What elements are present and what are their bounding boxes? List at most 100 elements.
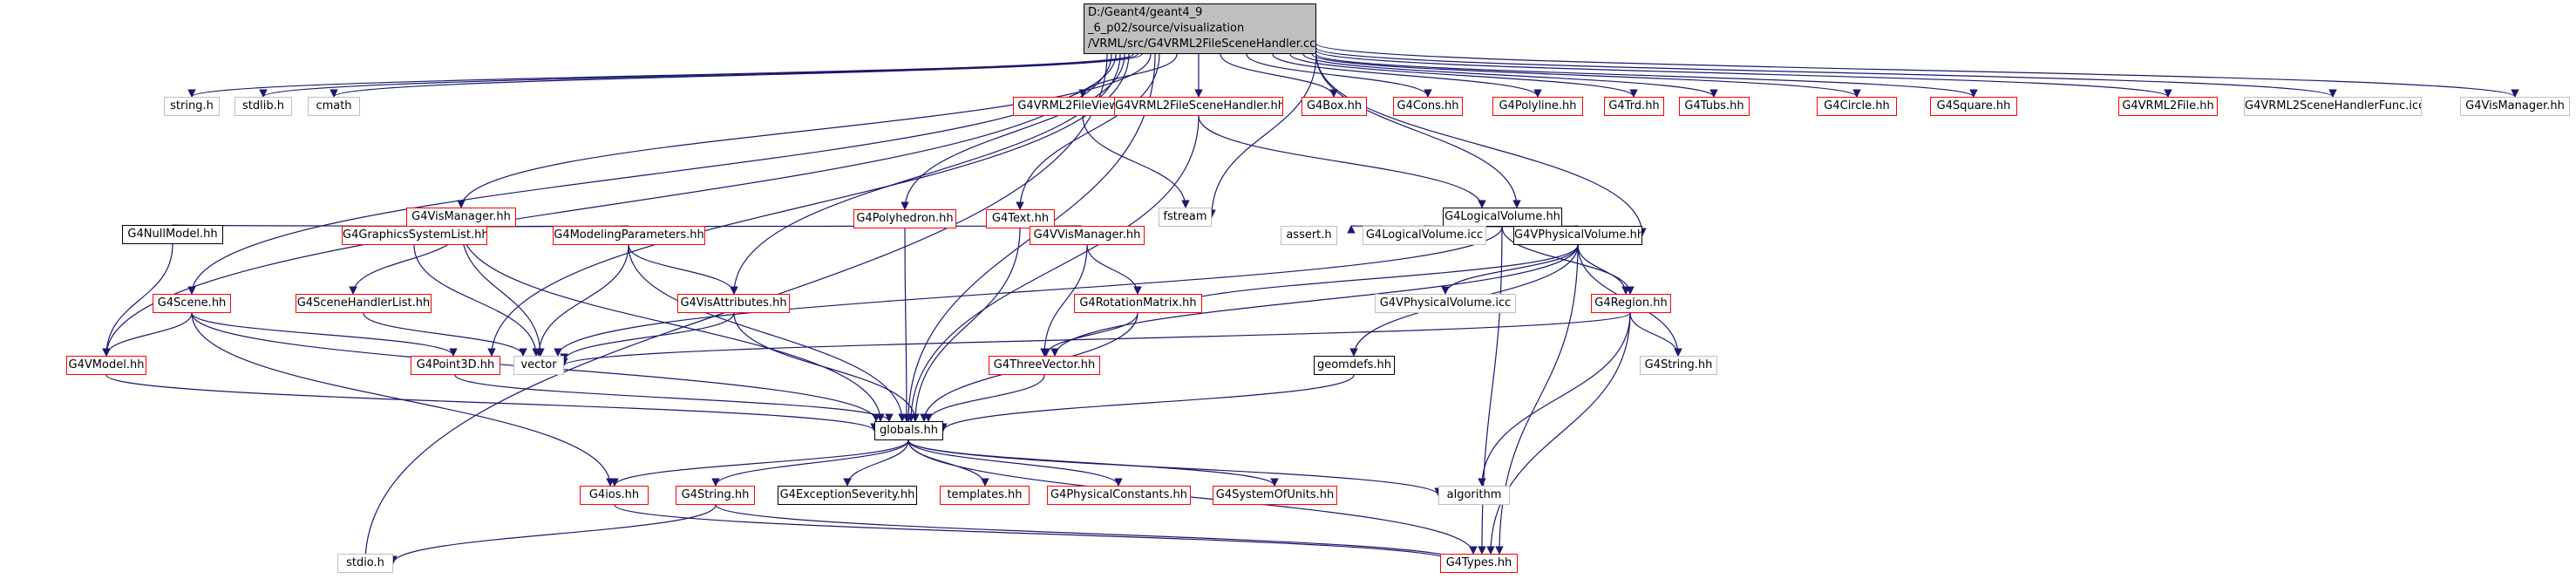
dependency-edge <box>1050 244 1579 357</box>
dependency-edge <box>1246 53 1432 98</box>
dependency-edge <box>1272 53 1542 98</box>
dependency-edge <box>1042 312 1138 357</box>
node-g4rotationmatrix-hh[interactable]: G4RotationMatrix.hh <box>1074 294 1202 313</box>
dependency-edge <box>1082 115 1190 208</box>
dependency-edge <box>1315 53 1978 98</box>
dependency-edge <box>907 439 1478 555</box>
node-g4vismanager-hh[interactable]: G4VisManager.hh <box>406 208 516 227</box>
node-g4square-hh[interactable]: G4Square.hh <box>1930 97 2017 116</box>
node-g4region-hh[interactable]: G4Region.hh <box>1591 294 1671 313</box>
node-g4vrml2scenehandlerfunc-icc[interactable]: G4VRML2SceneHandlerFunc.icc <box>2244 97 2422 116</box>
root-path-line-3: /VRML/src/G4VRML2FileSceneHandler.cc <box>1088 37 1316 51</box>
dependency-edge <box>187 53 1134 98</box>
dependency-edge <box>1040 244 1088 357</box>
dependency-edge <box>560 312 1631 366</box>
node-stdio-h[interactable]: stdio.h <box>337 554 393 573</box>
node-g4point3d-hh[interactable]: G4Point3D.hh <box>411 356 500 375</box>
dependency-edge <box>614 504 1460 563</box>
dependency-edge <box>102 312 193 357</box>
dependency-edge <box>1478 312 1631 487</box>
node-g4physicalconstants-hh[interactable]: G4PhysicalConstants.hh <box>1047 486 1191 505</box>
node-algorithm[interactable]: algorithm <box>1438 486 1510 505</box>
node-g4cons-hh[interactable]: G4Cons.hh <box>1393 97 1463 116</box>
node-g4text-hh[interactable]: G4Text.hh <box>986 209 1055 228</box>
node-g4systemofunits-hh[interactable]: G4SystemOfUnits.hh <box>1213 486 1337 505</box>
node-g4threevector-hh[interactable]: G4ThreeVector.hh <box>989 356 1100 375</box>
node-g4logicalvolume-hh[interactable]: G4LogicalVolume.hh <box>1443 208 1562 227</box>
dependency-edge <box>560 312 735 362</box>
dependency-edge <box>191 312 458 357</box>
node-g4ios-hh[interactable]: G4ios.hh <box>580 486 649 505</box>
node-g4circle-hh[interactable]: G4Circle.hh <box>1817 97 1897 116</box>
node-g4vrml2filescenehandler-hh[interactable]: G4VRML2FileSceneHandler.hh <box>1114 97 1283 116</box>
dependency-edge <box>907 439 1123 487</box>
dependency-edge <box>1220 53 1338 98</box>
dependency-edge <box>1207 53 1317 218</box>
dependency-edge <box>610 439 909 487</box>
dependency-edge <box>628 244 738 295</box>
node-string-h[interactable]: string.h <box>164 97 220 116</box>
node-g4polyline-hh[interactable]: G4Polyline.hh <box>1492 97 1583 116</box>
dependency-edge <box>554 226 1503 357</box>
node-templates-hh[interactable]: templates.hh <box>940 486 1030 505</box>
dependency-edge <box>413 244 540 357</box>
dependency-edge <box>1315 43 2519 98</box>
dependency-edge <box>1198 115 1486 208</box>
dependency-edge <box>907 439 1443 496</box>
dependency-edge <box>711 439 909 487</box>
node-g4scenehandlerlist-hh[interactable]: G4SceneHandlerList.hh <box>296 294 432 313</box>
dependency-edge <box>1315 47 2337 98</box>
node-g4vrml2file-hh[interactable]: G4VRML2File.hh <box>2118 97 2218 116</box>
dependency-edge <box>1577 244 1630 295</box>
dependency-edge <box>715 504 1469 563</box>
node-g4vphysicalvolume-hh[interactable]: G4VPhysicalVolume.hh <box>1513 226 1642 245</box>
dependency-edge <box>1086 244 1142 295</box>
node-g4logicalvolume-icc[interactable]: G4LogicalVolume.icc <box>1363 226 1486 245</box>
node-g4visattributes-hh[interactable]: G4VisAttributes.hh <box>677 294 790 313</box>
dependency-edge <box>457 53 1152 208</box>
node-g4vphysicalvolume-icc[interactable]: G4VPhysicalVolume.icc <box>1375 294 1516 313</box>
node-g4tubs-hh[interactable]: G4Tubs.hh <box>1679 97 1750 116</box>
dependency-edge <box>259 53 1138 98</box>
dependency-edge <box>902 228 911 422</box>
dependency-edge <box>330 53 1143 98</box>
dependency-edge <box>733 312 920 422</box>
dependency-edge <box>1311 53 1861 98</box>
dependency-edge <box>1486 312 1631 555</box>
node-g4string-hh-2[interactable]: G4String.hh <box>676 486 755 505</box>
node-g4modelingparameters-hh[interactable]: G4ModelingParameters.hh <box>553 226 705 245</box>
node-g4vmodel-hh[interactable]: G4VModel.hh <box>66 356 146 375</box>
dependency-edge <box>102 243 173 357</box>
node-cmath[interactable]: cmath <box>308 97 360 116</box>
node-g4exceptionseverity-hh[interactable]: G4ExceptionSeverity.hh <box>778 486 917 505</box>
node-g4vvismanager-hh[interactable]: G4VVisManager.hh <box>1030 226 1145 245</box>
node-g4box-hh[interactable]: G4Box.hh <box>1302 97 1367 116</box>
dependency-edge <box>389 504 717 564</box>
root-path-line-1: D:/Geant4/geant4_9 <box>1088 6 1203 19</box>
dependency-edge <box>1629 312 1682 357</box>
node-g4types-hh[interactable]: G4Types.hh <box>1440 554 1518 573</box>
node-globals-hh[interactable]: globals.hh <box>874 421 943 440</box>
dependency-edge <box>105 374 879 432</box>
node-stdlib-h[interactable]: stdlib.h <box>234 97 292 116</box>
dependency-edge <box>363 312 527 357</box>
node-g4polyhedron-hh[interactable]: G4Polyhedron.hh <box>853 209 956 228</box>
node-assert-h[interactable]: assert.h <box>1281 226 1337 245</box>
dependency-edge <box>534 244 629 357</box>
node-g4vismanager-hh-external[interactable]: G4VisManager.hh <box>2460 97 2570 116</box>
dependency-edge <box>1078 53 1178 98</box>
dependency-edge <box>1501 226 1635 295</box>
dependency-edge <box>907 115 1200 422</box>
node-g4graphicssystemlist-hh[interactable]: G4GraphicsSystemList.hh <box>342 226 487 245</box>
node-fstream[interactable]: fstream <box>1159 208 1212 227</box>
node-g4nullmodel-hh[interactable]: G4NullModel.hh <box>122 225 223 244</box>
node-g4trd-hh[interactable]: G4Trd.hh <box>1604 97 1664 116</box>
dependency-edge <box>460 226 545 357</box>
node-g4scene-hh[interactable]: G4Scene.hh <box>153 294 231 313</box>
dependency-edge <box>454 374 894 422</box>
node-geomdefs-hh[interactable]: geomdefs.hh <box>1314 356 1395 375</box>
node-g4string-hh[interactable]: G4String.hh <box>1640 356 1717 375</box>
dependency-edge <box>1315 50 2172 98</box>
node-vector[interactable]: vector <box>513 356 564 375</box>
